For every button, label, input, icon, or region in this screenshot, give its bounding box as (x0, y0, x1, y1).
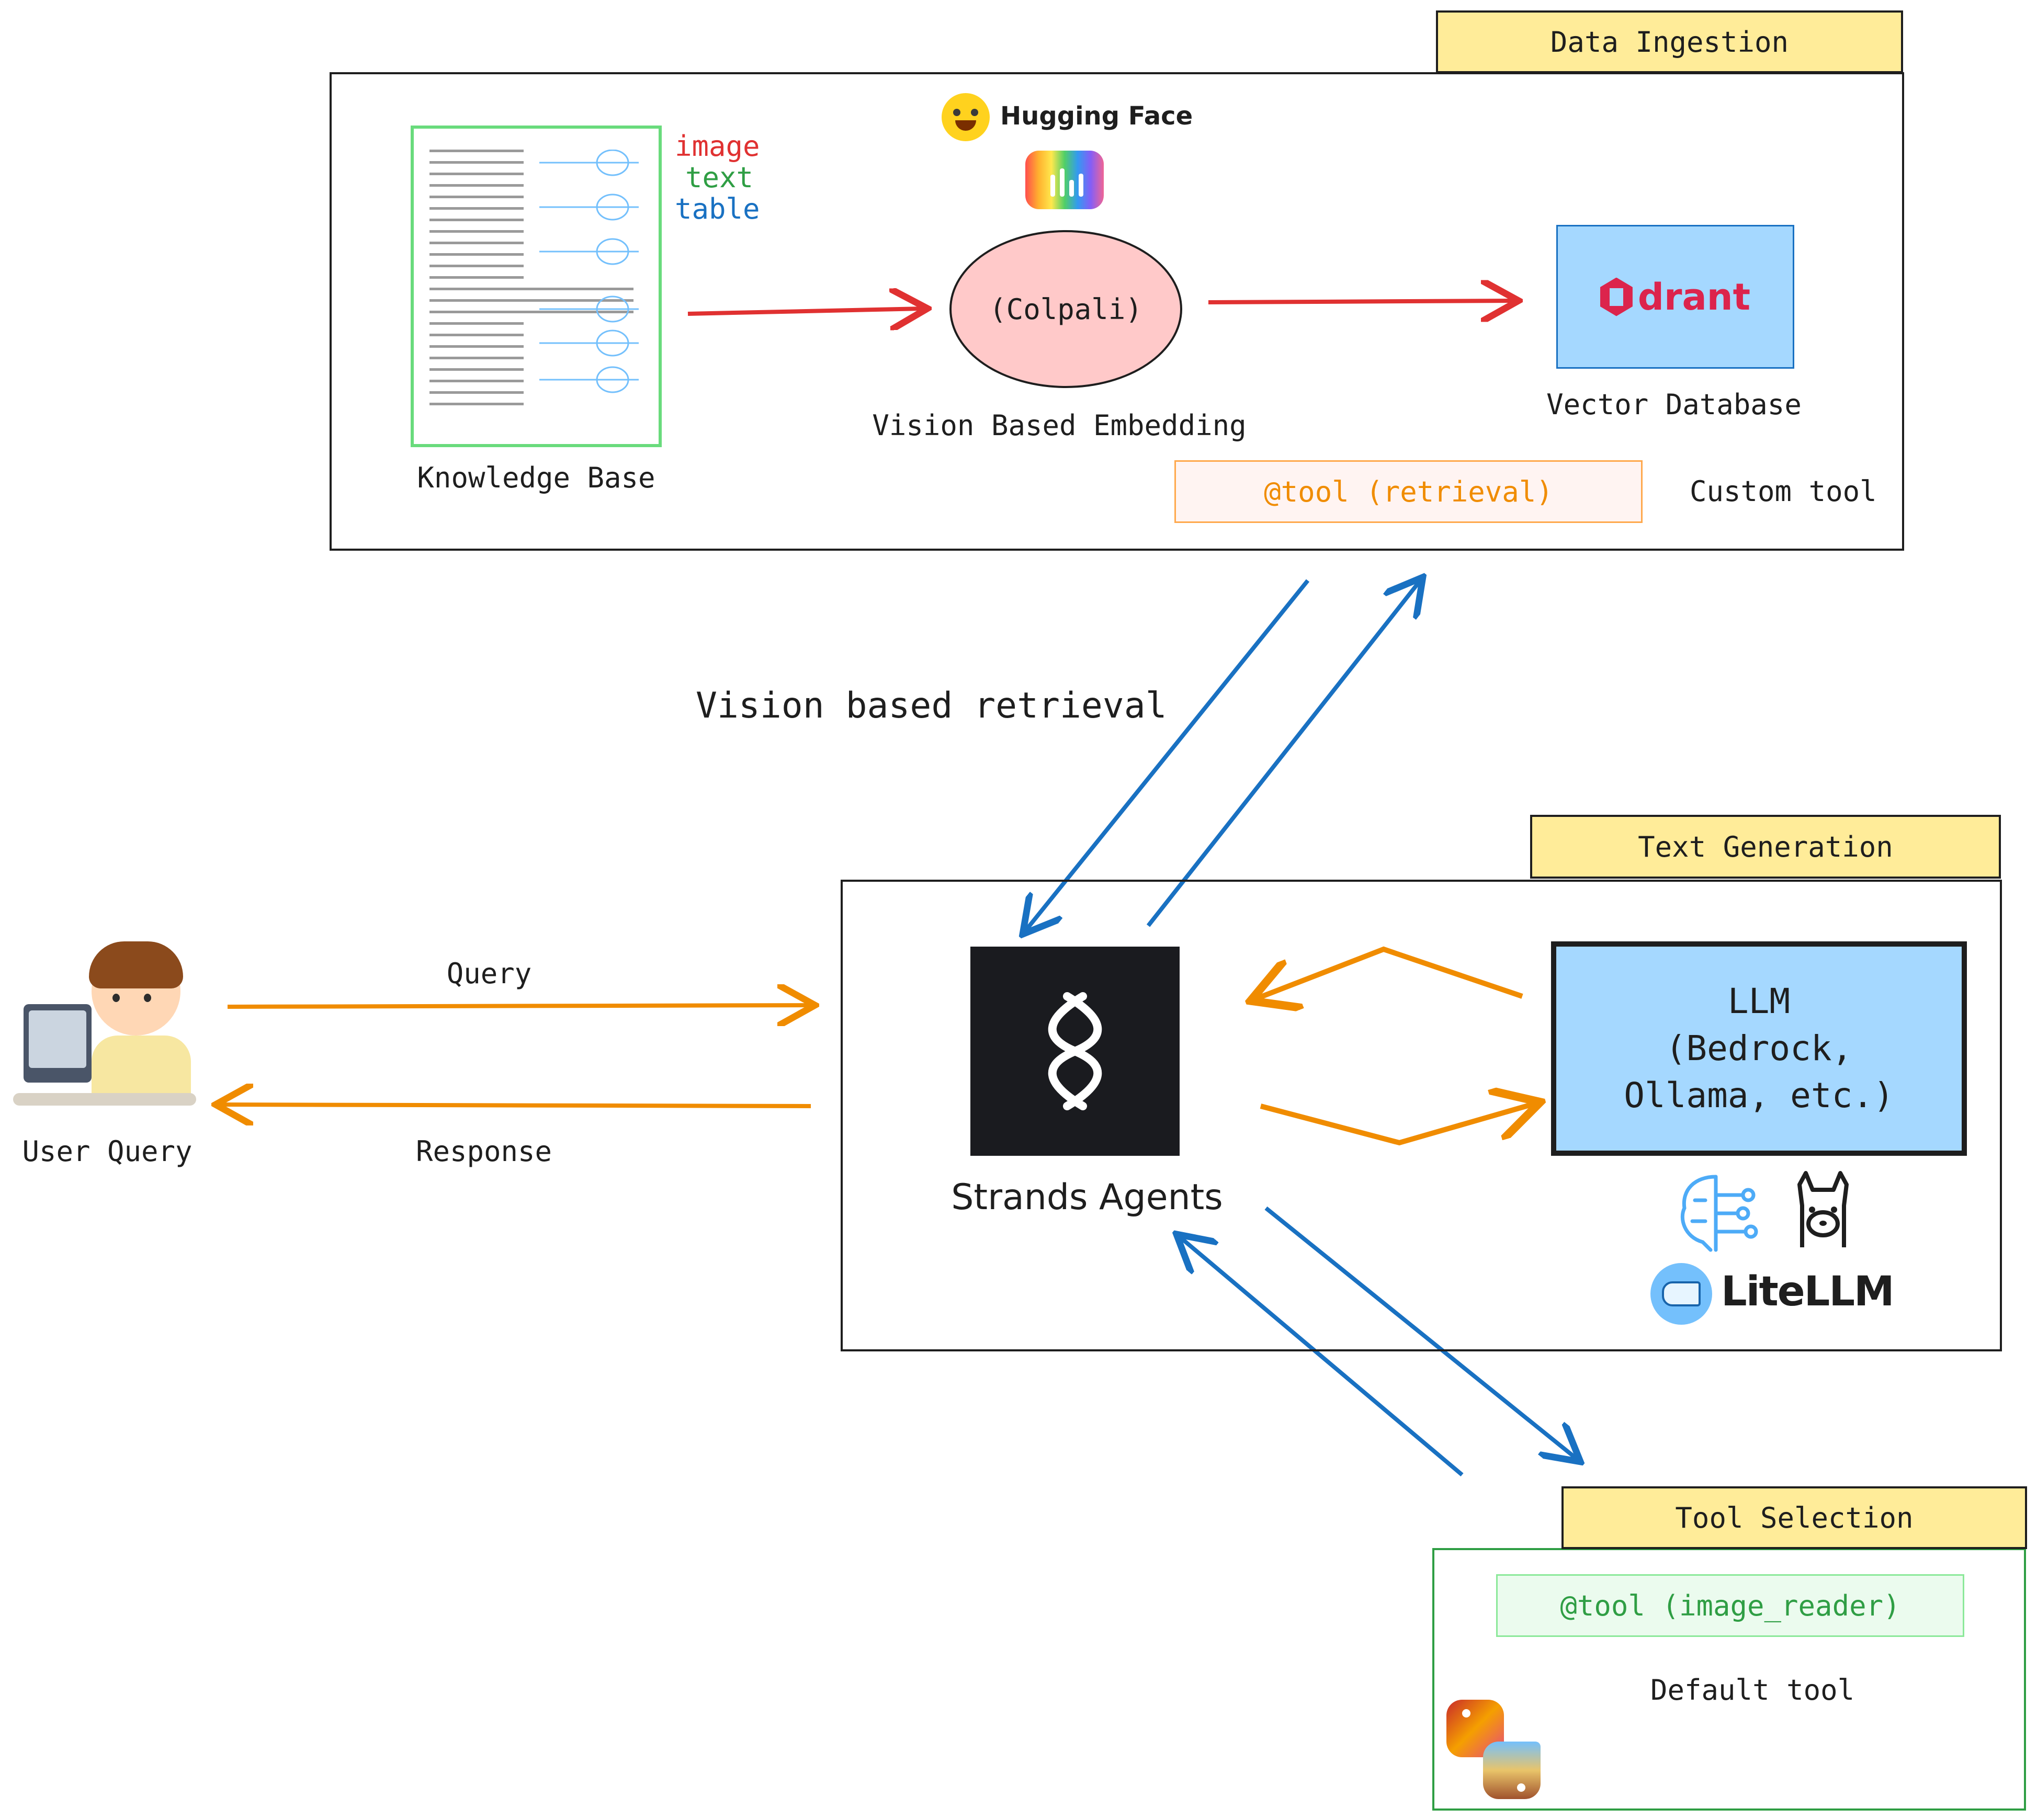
hugging-face-icon (942, 93, 990, 141)
query-label: Query (446, 957, 532, 990)
default-tool-label: Default tool (1650, 1674, 1855, 1707)
vision-retrieval-label: Vision based retrieval (696, 685, 1167, 726)
arrow-agent-to-llm (1260, 1104, 1535, 1146)
arrow-agent-to-tool (1264, 1206, 1577, 1459)
data-ingestion-frame (330, 72, 1904, 551)
modality-text: text (685, 161, 754, 194)
arrow-query (227, 1005, 811, 1007)
colpali-node[interactable]: (Colpali) (949, 230, 1182, 388)
python-image-icon (1441, 1700, 1546, 1804)
qdrant-logo-icon (1600, 277, 1633, 316)
litellm-icon (1650, 1263, 1712, 1325)
arrow-response (220, 1105, 811, 1106)
arrow-retrieval-to-agent (1025, 579, 1310, 931)
knowledge-base-document[interactable] (411, 126, 662, 447)
retrieval-tool[interactable]: @tool (retrieval) (1174, 460, 1643, 523)
ollama-llama-icon (1797, 1171, 1849, 1247)
response-label: Response (415, 1135, 552, 1168)
colpali-label: (Colpali) (989, 292, 1142, 326)
modality-image: image (675, 130, 760, 163)
knowledge-base-label: Knowledge Base (417, 461, 655, 494)
llm-node[interactable]: LLM (Bedrock, Ollama, etc.) (1551, 941, 1967, 1156)
litellm-brand: LiteLLM (1721, 1268, 1895, 1315)
llm-title: LLM (1727, 981, 1791, 1021)
image-reader-tool-label: @tool (image_reader) (1560, 1589, 1900, 1622)
arrow-agent-to-retrieval (1146, 581, 1420, 927)
retrieval-tool-label: @tool (retrieval) (1264, 475, 1553, 508)
qdrant-brand: drant (1637, 275, 1751, 318)
colpali-logo-icon (1025, 151, 1104, 209)
image-reader-tool[interactable]: @tool (image_reader) (1496, 1574, 1964, 1637)
llm-providers-line1: (Bedrock, (1665, 1028, 1853, 1068)
hugging-face-brand: Hugging Face (1000, 101, 1193, 131)
strands-agents-node[interactable] (970, 947, 1180, 1156)
arrow-tool-to-agent (1180, 1237, 1464, 1477)
text-generation-frame (841, 880, 2002, 1351)
arrow-llm-to-agent (1255, 946, 1523, 999)
llm-providers-line2: Ollama, etc.) (1624, 1075, 1894, 1116)
arrow-kb-to-embedding (687, 309, 923, 314)
tool-selection-frame (1432, 1548, 2026, 1811)
modality-table: table (675, 192, 760, 225)
vector-database-label: Vector Database (1546, 388, 1802, 421)
user-avatar (13, 941, 196, 1119)
bedrock-brain-icon (1680, 1175, 1758, 1252)
tool-selection-tag: Tool Selection (1561, 1486, 2027, 1549)
embedding-label: Vision Based Embedding (872, 409, 1247, 442)
strands-agents-label: Strands Agents (951, 1177, 1223, 1218)
data-ingestion-tag: Data Ingestion (1436, 10, 1903, 73)
strands-logo-icon (1048, 992, 1102, 1110)
text-generation-tag: Text Generation (1530, 815, 2001, 879)
arrow-embedding-to-vectordb (1208, 301, 1514, 302)
custom-tool-label: Custom tool (1690, 475, 1877, 508)
user-query-label: User Query (22, 1135, 193, 1168)
qdrant-node[interactable]: drant (1556, 225, 1794, 369)
